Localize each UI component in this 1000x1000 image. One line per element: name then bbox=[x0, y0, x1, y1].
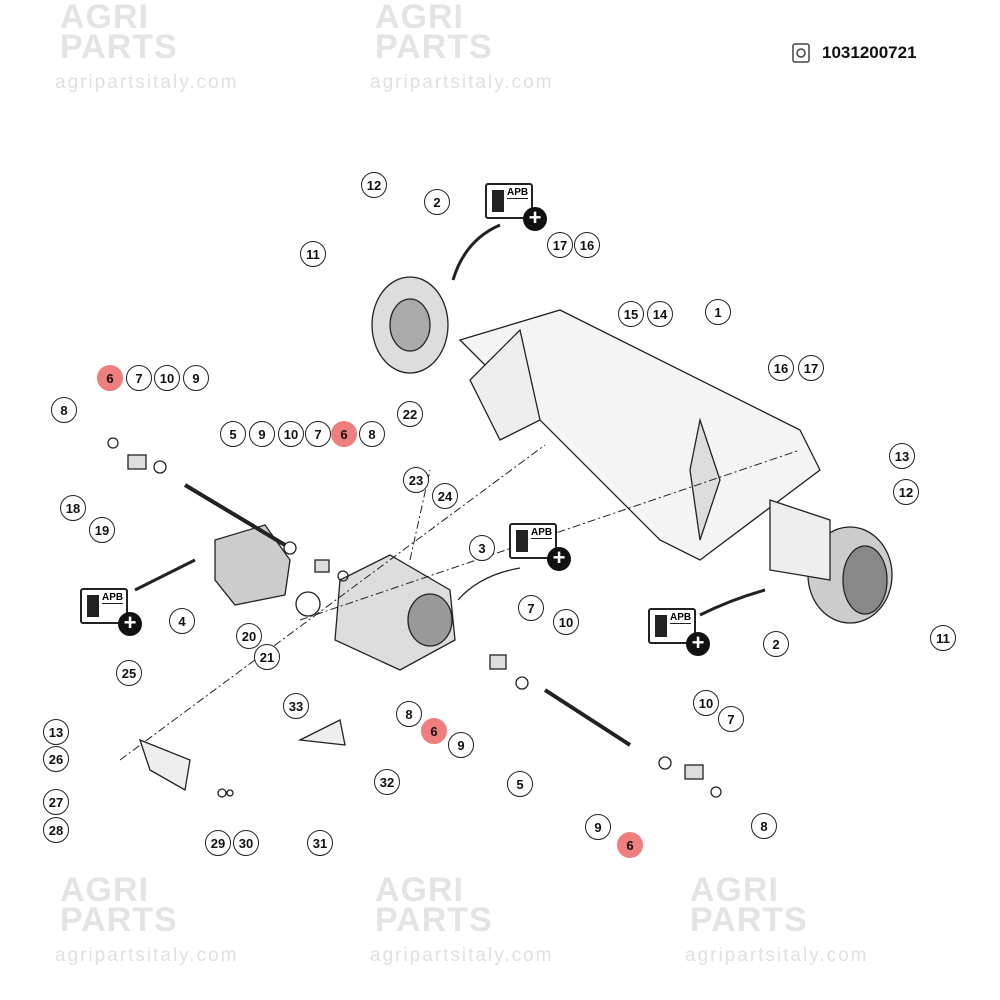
callout[interactable]: 17 bbox=[798, 355, 824, 381]
callout[interactable]: 24 bbox=[432, 483, 458, 509]
apb-label: APB bbox=[670, 612, 692, 624]
callout[interactable]: 9 bbox=[585, 814, 611, 840]
callout[interactable]: 8 bbox=[359, 421, 385, 447]
apb-label: APB bbox=[102, 592, 124, 604]
callout[interactable]: 15 bbox=[618, 301, 644, 327]
apb-detail-badge[interactable]: APB + bbox=[648, 608, 710, 656]
callout[interactable]: 7 bbox=[718, 706, 744, 732]
callout[interactable]: 20 bbox=[236, 623, 262, 649]
callout[interactable]: 9 bbox=[249, 421, 275, 447]
callout[interactable]: 12 bbox=[893, 479, 919, 505]
axle-beam bbox=[458, 309, 821, 561]
callout[interactable]: 10 bbox=[154, 365, 180, 391]
watermark-url: agripartsitaly.com bbox=[685, 945, 869, 966]
callout[interactable]: 12 bbox=[361, 172, 387, 198]
plus-icon[interactable]: + bbox=[118, 612, 142, 636]
callout[interactable]: 5 bbox=[507, 771, 533, 797]
callout-highlighted[interactable]: 6 bbox=[97, 365, 123, 391]
plus-icon[interactable]: + bbox=[523, 207, 547, 231]
callout[interactable]: 16 bbox=[574, 232, 600, 258]
apb-label: APB bbox=[507, 187, 529, 199]
document-icon: APB bbox=[648, 608, 696, 644]
watermark-url: agripartsitaly.com bbox=[55, 72, 239, 93]
apb-detail-badge[interactable]: APB + bbox=[485, 183, 547, 231]
part-number: 1031200721 bbox=[822, 43, 917, 62]
apb-detail-badge[interactable]: APB + bbox=[80, 588, 142, 636]
callout[interactable]: 13 bbox=[889, 443, 915, 469]
callout[interactable]: 16 bbox=[768, 355, 794, 381]
callout[interactable]: 19 bbox=[89, 517, 115, 543]
callout[interactable]: 21 bbox=[254, 644, 280, 670]
callout[interactable]: 23 bbox=[403, 467, 429, 493]
callout[interactable]: 28 bbox=[43, 817, 69, 843]
callout[interactable]: 11 bbox=[300, 241, 326, 267]
callout-highlighted[interactable]: 6 bbox=[421, 718, 447, 744]
manual-gear-icon bbox=[792, 43, 810, 63]
callout[interactable]: 25 bbox=[116, 660, 142, 686]
callout[interactable]: 2 bbox=[424, 189, 450, 215]
callout[interactable]: 1 bbox=[705, 299, 731, 325]
callout[interactable]: 18 bbox=[60, 495, 86, 521]
callout[interactable]: 5 bbox=[220, 421, 246, 447]
callout[interactable]: 7 bbox=[305, 421, 331, 447]
callout[interactable]: 10 bbox=[278, 421, 304, 447]
callout[interactable]: 10 bbox=[553, 609, 579, 635]
callout[interactable]: 8 bbox=[751, 813, 777, 839]
gearbox bbox=[214, 524, 291, 606]
callout[interactable]: 14 bbox=[647, 301, 673, 327]
callout[interactable]: 8 bbox=[51, 397, 77, 423]
callout[interactable]: 22 bbox=[397, 401, 423, 427]
callout[interactable]: 30 bbox=[233, 830, 259, 856]
watermark-url: agripartsitaly.com bbox=[370, 945, 554, 966]
plus-icon[interactable]: + bbox=[547, 547, 571, 571]
callout[interactable]: 8 bbox=[396, 701, 422, 727]
callout[interactable]: 33 bbox=[283, 693, 309, 719]
callout[interactable]: 7 bbox=[126, 365, 152, 391]
callout[interactable]: 13 bbox=[43, 719, 69, 745]
apb-label: APB bbox=[531, 527, 553, 539]
callout-highlighted[interactable]: 6 bbox=[331, 421, 357, 447]
plus-icon[interactable]: + bbox=[686, 632, 710, 656]
watermark-url: agripartsitaly.com bbox=[55, 945, 239, 966]
callout[interactable]: 26 bbox=[43, 746, 69, 772]
callout[interactable]: 4 bbox=[169, 608, 195, 634]
callout[interactable]: 11 bbox=[930, 625, 956, 651]
callout[interactable]: 9 bbox=[448, 732, 474, 758]
callout[interactable]: 7 bbox=[518, 595, 544, 621]
callout[interactable]: 10 bbox=[693, 690, 719, 716]
callout[interactable]: 17 bbox=[547, 232, 573, 258]
callout[interactable]: 29 bbox=[205, 830, 231, 856]
callout[interactable]: 32 bbox=[374, 769, 400, 795]
callout[interactable]: 2 bbox=[763, 631, 789, 657]
callout[interactable]: 9 bbox=[183, 365, 209, 391]
callout[interactable]: 27 bbox=[43, 789, 69, 815]
apb-detail-badge[interactable]: APB + bbox=[509, 523, 571, 571]
watermark-url: agripartsitaly.com bbox=[370, 72, 554, 93]
callout[interactable]: 3 bbox=[469, 535, 495, 561]
callout-highlighted[interactable]: 6 bbox=[617, 832, 643, 858]
callout[interactable]: 31 bbox=[307, 830, 333, 856]
part-number-header: 1031200721 bbox=[790, 42, 917, 64]
